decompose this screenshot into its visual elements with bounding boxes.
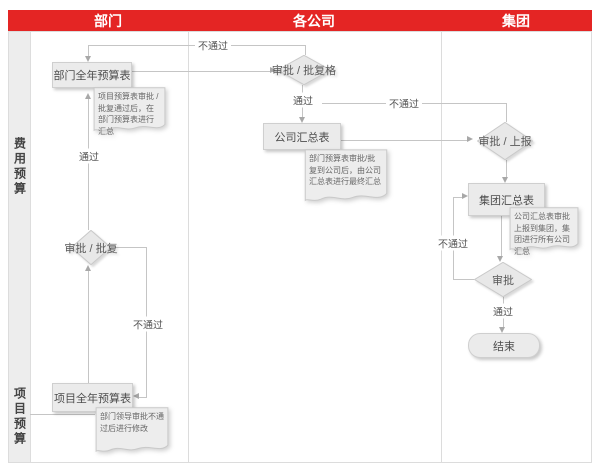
edge-label-pass: 通过 (76, 148, 102, 164)
note-company-summary: 部门预算表审批/批复到公司后，由公司汇总表进行最终汇总 (304, 149, 388, 206)
node-label: 审批 / 批复 (64, 242, 118, 255)
node-approval-reply-1: 审批 / 批复格 (272, 55, 336, 85)
arrow-down-icon (497, 256, 503, 262)
arrow-right-icon (462, 193, 468, 199)
connector-line (506, 103, 507, 122)
note-dept-budget: 项目预算表审批 / 批复通过后，在部门预算表进行汇总 (93, 87, 166, 136)
node-dept-annual-budget: 部门全年预算表 (52, 62, 132, 88)
edge-label-pass: 通过 (490, 303, 516, 319)
arrow-up-icon (85, 93, 91, 99)
arrow-down-icon (299, 117, 305, 123)
diamond-shape-icon (71, 230, 111, 265)
node-company-summary: 公司汇总表 (263, 123, 341, 150)
connector-line (88, 99, 89, 230)
connector-line (506, 160, 507, 177)
node-label: 公司汇总表 (274, 131, 330, 144)
node-group-summary: 集团汇总表 (468, 183, 545, 216)
arrow-left-icon (133, 393, 139, 399)
node-label: 审批 / 批复格 (271, 65, 337, 77)
lane-title-department: 部门 (94, 12, 122, 29)
node-label: 审批 (492, 274, 514, 287)
arrow-right-icon (270, 67, 276, 73)
header-bar: 部门 各公司 集团 (8, 10, 592, 31)
arrow-down-icon (499, 327, 505, 333)
node-label: 结束 (493, 340, 515, 353)
connector-line (30, 414, 95, 415)
node-label: 项目全年预算表 (54, 392, 131, 405)
note-text: 部门预算表审批/批复到公司后，由公司汇总表进行最终汇总 (309, 154, 381, 187)
arrow-down-icon (502, 177, 508, 183)
connector-line (111, 247, 146, 248)
lane-title-group: 集团 (502, 12, 530, 29)
note-shape-icon (304, 149, 388, 206)
node-approval-report: 审批 / 上报 (477, 122, 533, 160)
note-shape-icon (93, 87, 166, 135)
node-project-annual-budget: 项目全年预算表 (52, 383, 133, 412)
note-shape-icon (95, 407, 169, 456)
edge-label-fail: 不通过 (130, 316, 166, 332)
edge-label-fail: 不通过 (435, 235, 471, 251)
note-shape-icon (509, 207, 579, 254)
arrow-up-icon (85, 265, 91, 271)
note-project-budget: 部门领导审批不通过后进行修改 (95, 407, 169, 456)
lane-title-companies: 各公司 (293, 12, 335, 29)
node-label: 部门全年预算表 (53, 70, 131, 82)
diamond-shape-icon (277, 55, 331, 85)
note-text: 项目预算表审批 / 批复通过后，在部门预算表进行汇总 (98, 92, 159, 136)
connector-line (88, 271, 89, 383)
diamond-shape-icon (474, 262, 532, 297)
connector-line (305, 45, 306, 55)
note-text: 公司汇总表审批上报到集团，集团进行所有公司汇总 (514, 212, 570, 256)
node-label: 审批 / 上报 (478, 136, 532, 148)
sidebar-strip (9, 32, 31, 462)
sidebar-label-expense-budget: 费用预算 (12, 137, 27, 197)
node-label: 集团汇总表 (479, 194, 534, 207)
edge-label-fail: 不通过 (386, 95, 422, 111)
connector-line (453, 197, 462, 198)
note-group-summary: 公司汇总表审批上报到集团，集团进行所有公司汇总 (509, 207, 579, 256)
node-group-approval: 审批 (474, 262, 532, 297)
edge-label-pass: 通过 (290, 92, 316, 108)
connector-line (88, 45, 89, 56)
lane-separator-1 (188, 32, 189, 462)
connector-line (132, 71, 277, 72)
node-end: 结束 (468, 333, 540, 358)
connector-line (453, 279, 474, 280)
node-dept-approval-reply: 审批 / 批复 (64, 230, 118, 265)
diamond-shape-icon (477, 122, 533, 160)
arrow-right-icon (467, 136, 473, 142)
connector-line (341, 140, 467, 141)
edge-label-fail: 不通过 (195, 37, 231, 53)
connector-line (501, 216, 502, 256)
sidebar-label-project-budget: 项目预算 (12, 387, 27, 447)
connector-line (139, 397, 147, 398)
note-text: 部门领导审批不通过后进行修改 (100, 412, 164, 433)
arrow-down-icon (85, 56, 91, 62)
